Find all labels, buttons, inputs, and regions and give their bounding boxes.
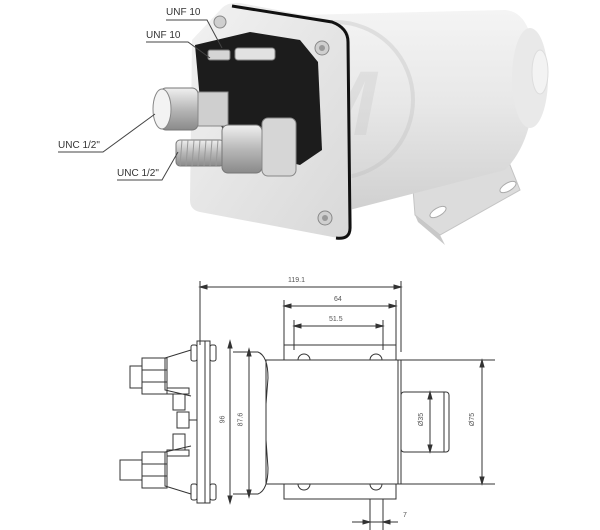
terminal-stud-upper <box>152 87 229 131</box>
bracket-top <box>283 344 397 361</box>
dim-plunger-diameter <box>427 390 433 454</box>
thread-label-unf-upper: UNF 10 <box>166 7 201 18</box>
dim-label-bracket-outer: 64 <box>334 296 342 303</box>
terminal-center-drawing <box>176 411 197 429</box>
dim-flange-height <box>227 339 233 505</box>
body-outline <box>265 359 402 485</box>
flange-outline <box>190 340 217 504</box>
leader-lines <box>58 19 223 181</box>
dim-bracket-height <box>401 358 495 486</box>
dim-body-diameter <box>246 347 252 499</box>
dim-label-bracket-height: Ø75 <box>469 412 477 427</box>
thread-label-unc-bottom: UNC 1/2" <box>117 168 159 179</box>
solenoid-photo: M <box>58 2 549 245</box>
dim-slot-width <box>352 519 398 525</box>
dim-label-slot-width: 7 <box>403 512 407 519</box>
solenoid-body <box>300 10 549 215</box>
dim-label-bracket-inner: 51.5 <box>329 316 343 323</box>
dim-label-plunger-diameter: Ø35 <box>418 412 426 427</box>
dim-overall-length <box>198 281 403 352</box>
dim-bracket-inner <box>292 320 385 350</box>
terminal-upper-drawing <box>129 349 192 411</box>
thread-label-unf-middle: UNF 10 <box>146 30 181 41</box>
terminal-stud-lower <box>175 117 297 177</box>
bracket-bottom <box>283 483 397 530</box>
dim-label-body-diameter: 87.6 <box>237 412 245 427</box>
terminal-lower-drawing <box>119 433 192 495</box>
dim-label-flange-height: 96 <box>219 415 227 424</box>
thread-label-unc-left: UNC 1/2" <box>58 140 100 151</box>
dim-label-overall-length: 119.1 <box>288 277 305 284</box>
dim-bracket-outer <box>282 300 398 350</box>
